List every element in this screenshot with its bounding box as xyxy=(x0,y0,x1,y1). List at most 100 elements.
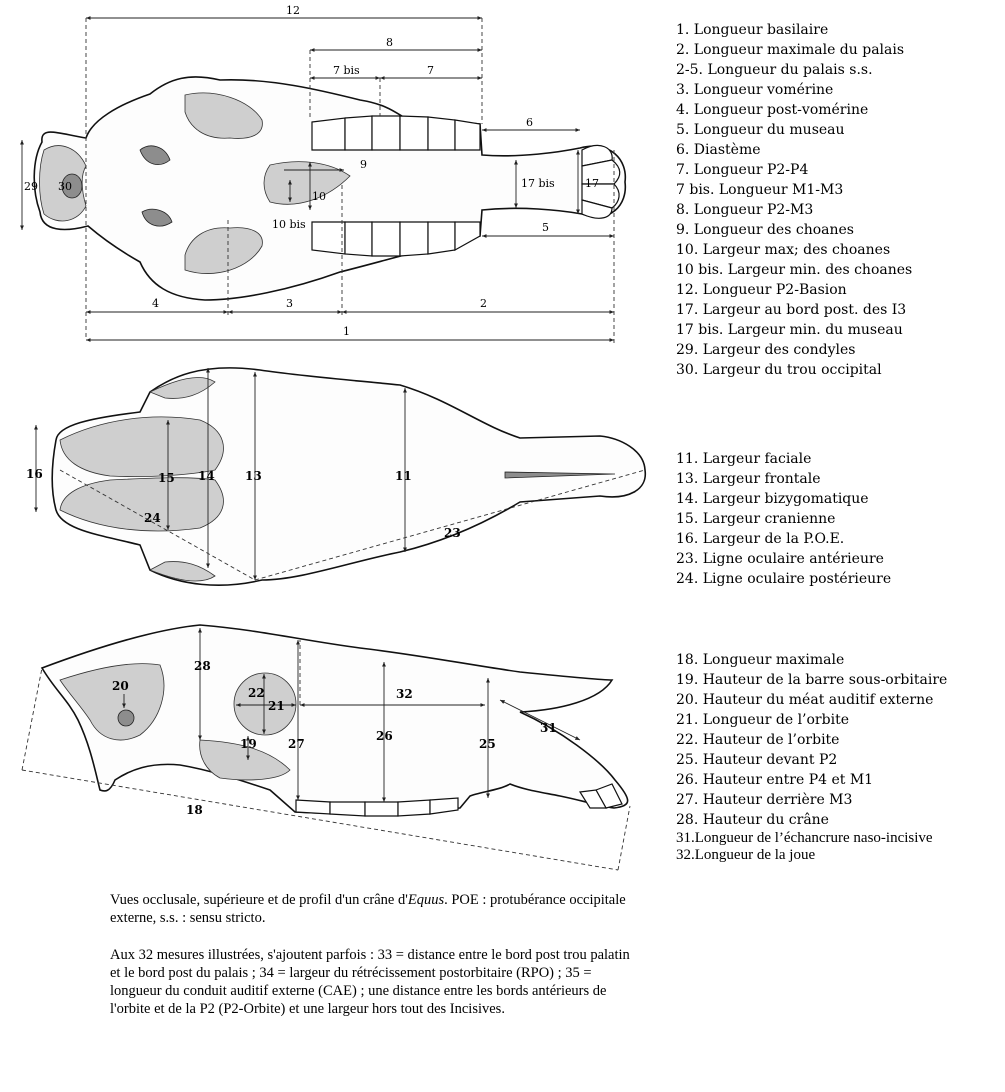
occlusal-label: 2 xyxy=(480,297,487,310)
profile-label: 22 xyxy=(248,686,265,700)
legend-item: 21. Longueur de l’orbite xyxy=(676,712,849,728)
legend-item: 7. Longueur P2-P4 xyxy=(676,162,809,178)
profile-view: 28 20 22 21 19 27 26 32 25 31 18 xyxy=(21,624,631,871)
legend-item: 2. Longueur maximale du palais xyxy=(676,42,905,58)
occlusal-label: 7 xyxy=(427,64,434,77)
legend-item: 2-5. Longueur du palais s.s. xyxy=(676,62,873,78)
legend-item: 10. Largeur max; des choanes xyxy=(676,242,891,258)
legend-profile: 18. Longueur maximale 19. Hauteur de la … xyxy=(676,650,947,864)
superior-label: 13 xyxy=(245,469,262,483)
occlusal-incisors xyxy=(581,145,621,219)
legend-item: 18. Longueur maximale xyxy=(676,652,845,668)
profile-temporal-area xyxy=(59,663,165,741)
occlusal-label: 17 bis xyxy=(521,177,555,190)
occlusal-label: 6 xyxy=(526,116,533,129)
legend-item: 15. Largeur cranienne xyxy=(676,511,836,527)
legend-item: 5. Longueur du museau xyxy=(676,122,845,138)
superior-label: 16 xyxy=(26,467,43,481)
profile-label: 25 xyxy=(479,737,496,751)
legend-item: 19. Hauteur de la barre sous-orbitaire xyxy=(676,672,948,688)
superior-label: 23 xyxy=(444,526,461,540)
occlusal-label: 10 bis xyxy=(272,218,306,231)
occlusal-label: 29 xyxy=(24,180,38,193)
occlusal-view: 12 8 7 bis 7 6 9 10 10 bis 17 bis 17 29 … xyxy=(19,4,627,345)
occlusal-label: 30 xyxy=(58,180,72,193)
profile-label: 19 xyxy=(240,737,257,751)
superior-label: 14 xyxy=(198,469,215,483)
profile-label: 27 xyxy=(288,737,305,751)
caption-text: Vues occlusale, supérieure et de profil … xyxy=(110,892,408,908)
superior-label: 11 xyxy=(395,469,412,483)
occlusal-label: 8 xyxy=(386,36,393,49)
legend-item: 29. Largeur des condyles xyxy=(676,342,856,358)
legend-item: 10 bis. Largeur min. des choanes xyxy=(676,262,913,278)
occlusal-label: 4 xyxy=(152,297,159,310)
legend-item: 17 bis. Largeur min. du museau xyxy=(676,322,903,338)
caption-text: Aux 32 mesures illustrées, s'ajoutent pa… xyxy=(110,947,630,1017)
occlusal-zygomatic-right xyxy=(184,227,263,274)
superior-label: 15 xyxy=(158,471,175,485)
profile-label: 28 xyxy=(194,659,211,673)
legend-item: 4. Longueur post-vomérine xyxy=(676,102,869,118)
legend-item: 9. Longueur des choanes xyxy=(676,222,854,238)
legend-item: 28. Hauteur du crâne xyxy=(676,812,829,828)
caption-text: . POE : protubérance occipitale externe,… xyxy=(110,892,626,926)
profile-tooth-row xyxy=(295,797,459,817)
superior-orbit-upper xyxy=(149,377,216,399)
caption-paragraph-1: Vues occlusale, supérieure et de profil … xyxy=(110,891,630,927)
superior-view: 16 15 14 13 11 24 23 xyxy=(26,367,646,586)
legend-superior: 11. Largeur faciale 13. Largeur frontale… xyxy=(676,449,891,589)
superior-nasal-slit xyxy=(504,471,616,479)
caption-paragraph-2: Aux 32 mesures illustrées, s'ajoutent pa… xyxy=(110,946,630,1018)
occlusal-zygomatic-left xyxy=(184,92,263,139)
legend-item: 17. Largeur au bord post. des I3 xyxy=(676,302,907,318)
occlusal-foramen-magnum xyxy=(61,173,83,199)
skull-figure: 12 8 7 bis 7 6 9 10 10 bis 17 bis 17 29 … xyxy=(19,4,646,871)
occlusal-label: 5 xyxy=(542,221,549,234)
legend-item: 25. Hauteur devant P2 xyxy=(676,752,838,768)
legend-item: 32.Longueur de la joue xyxy=(676,847,816,863)
legend-item: 23. Ligne oculaire antérieure xyxy=(676,551,884,567)
superior-braincase xyxy=(59,416,224,478)
profile-orbit xyxy=(233,672,297,736)
legend-item: 26. Hauteur entre P4 et M1 xyxy=(676,772,874,788)
legend-item: 13. Largeur frontale xyxy=(676,471,821,487)
profile-label: 26 xyxy=(376,729,393,743)
occlusal-label: 1 xyxy=(343,325,350,338)
profile-label: 32 xyxy=(396,687,413,701)
occlusal-lower-tooth-row xyxy=(311,221,481,257)
profile-label: 18 xyxy=(186,803,203,817)
superior-label: 24 xyxy=(144,511,161,525)
legend-item: 6. Diastème xyxy=(676,142,761,158)
legend-item: 11. Largeur faciale xyxy=(676,451,812,467)
legend-item: 1. Longueur basilaire xyxy=(676,22,829,38)
caption-genus: Equus xyxy=(407,892,445,908)
legend-item: 16. Largeur de la P.O.E. xyxy=(676,531,845,547)
profile-incisors xyxy=(578,783,623,809)
legend-item: 3. Longueur vomérine xyxy=(676,82,834,98)
legend-item: 31.Longueur de l’échancrure naso-incisiv… xyxy=(676,830,933,846)
legend-occlusal: 1. Longueur basilaire 2. Longueur maxima… xyxy=(676,20,912,380)
legend-item: 7 bis. Longueur M1-M3 xyxy=(676,182,844,198)
occlusal-foramen-1 xyxy=(139,145,171,165)
legend-item: 20. Hauteur du méat auditif externe xyxy=(676,692,934,708)
legend-item: 22. Hauteur de l’orbite xyxy=(676,732,840,748)
superior-braincase-lower xyxy=(59,477,224,532)
profile-auditory-meatus xyxy=(117,709,135,727)
profile-label: 20 xyxy=(112,679,129,693)
legend-item: 30. Largeur du trou occipital xyxy=(676,362,882,378)
occlusal-label: 3 xyxy=(286,297,293,310)
legend-item: 12. Longueur P2-Basion xyxy=(676,282,847,298)
legend-item: 27. Hauteur derrière M3 xyxy=(676,792,853,808)
occlusal-label: 17 xyxy=(585,177,599,190)
occlusal-label: 7 bis xyxy=(333,64,360,77)
profile-label: 21 xyxy=(268,699,285,713)
occlusal-label: 9 xyxy=(360,158,367,171)
legend-item: 24. Ligne oculaire postérieure xyxy=(676,571,892,587)
legend-item: 14. Largeur bizygomatique xyxy=(676,491,869,507)
occlusal-upper-tooth-row xyxy=(311,115,481,151)
occlusal-label: 12 xyxy=(286,4,300,17)
legend-item: 8. Longueur P2-M3 xyxy=(676,202,814,218)
superior-orbit-lower xyxy=(149,561,216,582)
profile-label: 31 xyxy=(540,721,557,735)
